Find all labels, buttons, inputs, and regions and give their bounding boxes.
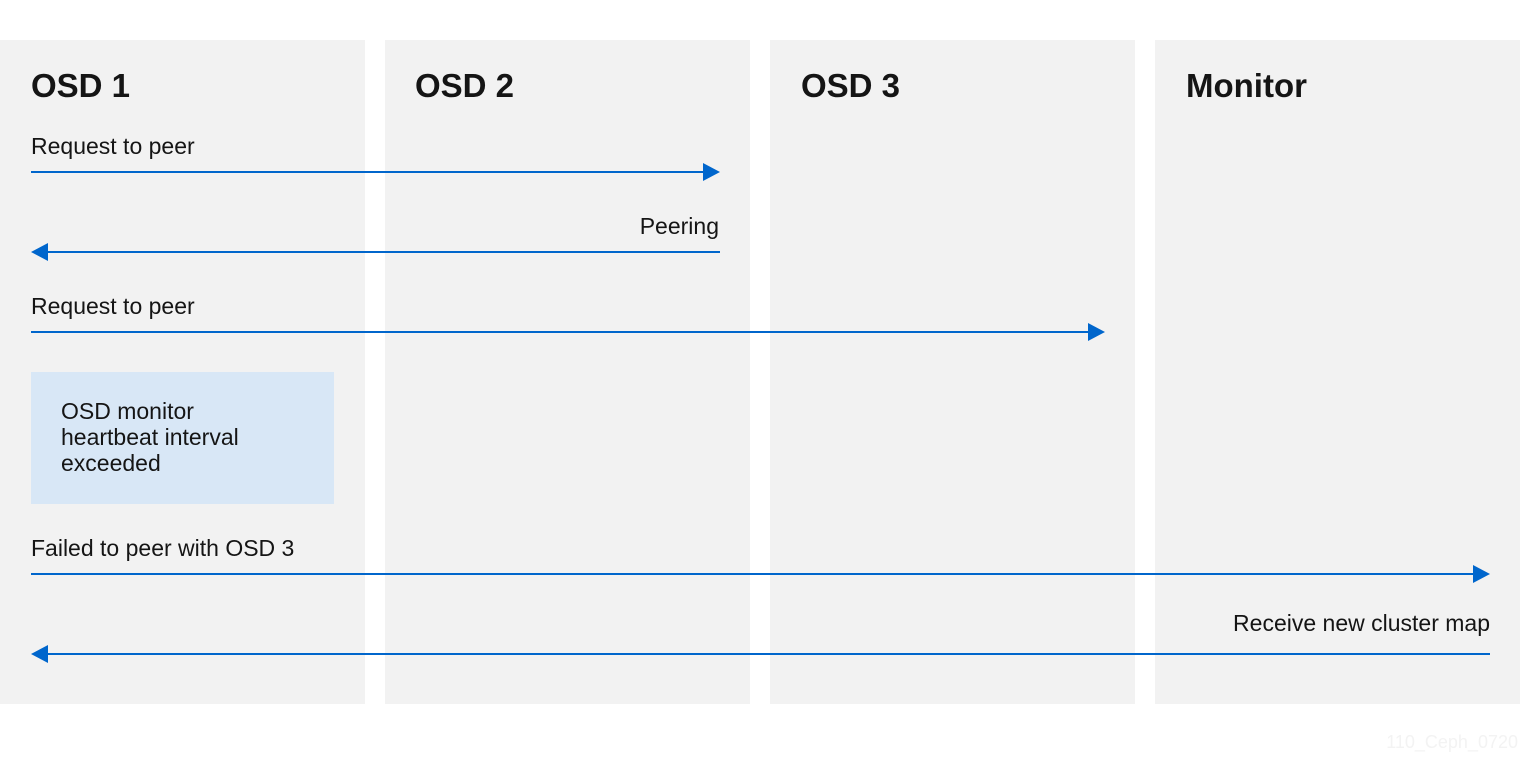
lane-osd-3 <box>770 40 1135 704</box>
arrow-new-cluster-map <box>31 645 1490 663</box>
lane-osd-2 <box>385 40 750 704</box>
watermark: 110_Ceph_0720 <box>1386 732 1518 752</box>
message-label-request-osd3: Request to peer <box>31 293 195 319</box>
arrowhead-right <box>703 163 720 181</box>
arrowhead-left <box>31 645 48 663</box>
arrow-request-osd2 <box>31 163 720 181</box>
arrow-request-osd3 <box>31 323 1105 341</box>
arrow-failed-to-peer <box>31 565 1490 583</box>
lane-monitor <box>1155 40 1520 704</box>
arrow-peering <box>31 243 720 261</box>
message-label-new-cluster-map: Receive new cluster map <box>1233 610 1490 636</box>
message-label-peering: Peering <box>639 213 719 239</box>
message-label-failed-to-peer: Failed to peer with OSD 3 <box>31 535 295 561</box>
message-label-request-osd2: Request to peer <box>31 133 195 159</box>
heartbeat-note: OSD monitor heartbeat interval exceeded <box>31 372 334 504</box>
heartbeat-note-text: OSD monitor heartbeat interval exceeded <box>61 398 239 476</box>
lane-title-osd-2: OSD 2 <box>415 67 515 104</box>
lane-title-osd-1: OSD 1 <box>31 67 131 104</box>
lane-title-osd-3: OSD 3 <box>801 67 901 104</box>
arrowhead-right <box>1088 323 1105 341</box>
arrowhead-left <box>31 243 48 261</box>
arrowhead-right <box>1473 565 1490 583</box>
lane-title-monitor: Monitor <box>1186 67 1307 104</box>
